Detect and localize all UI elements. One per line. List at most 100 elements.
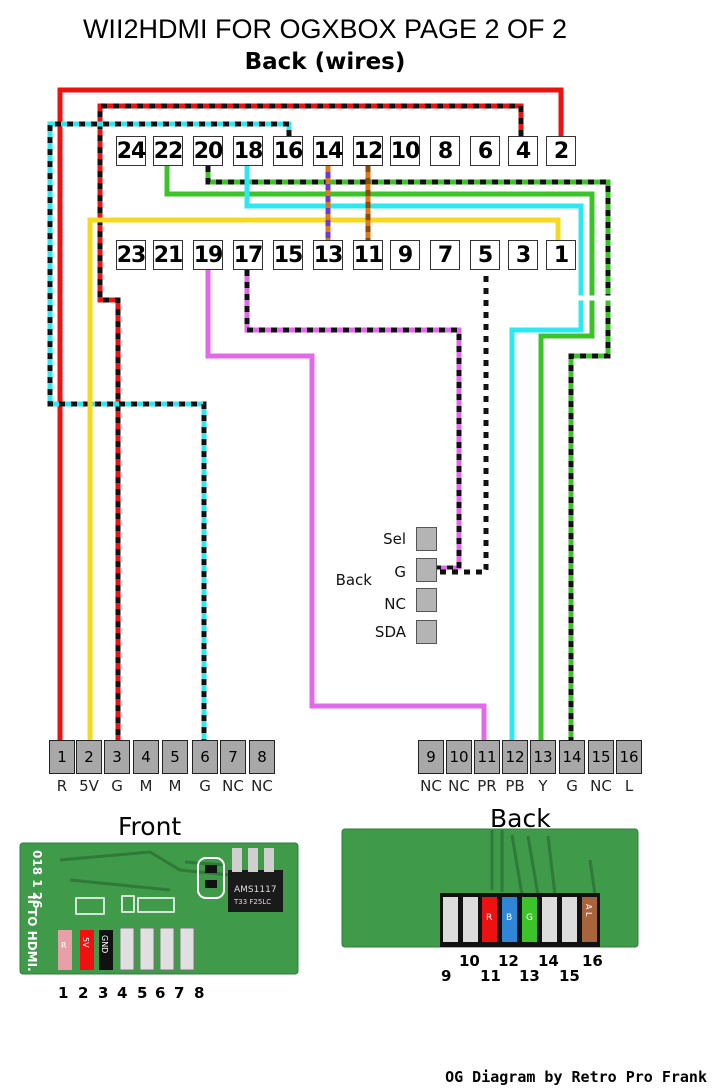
connector-pin-12: 12	[353, 136, 383, 166]
back-pad-r: R	[486, 913, 492, 923]
back-number-9: 9	[441, 967, 452, 985]
chip-text-1: AMS1117	[234, 885, 277, 895]
wire-yellow	[87, 217, 561, 740]
wire-cyan-black	[47, 121, 292, 740]
connector-pin-20: 20	[193, 136, 223, 166]
wire-red-black	[97, 103, 524, 740]
connector-pin-1: 1	[546, 240, 576, 270]
back-pad-al: A L	[584, 904, 593, 917]
connector-pin-2: 2	[546, 136, 576, 166]
switch-group-label: Back	[335, 571, 372, 589]
wire-red	[57, 87, 564, 740]
back-pcb-photo: R B G A L	[341, 828, 639, 948]
header-right-label-9: NC	[420, 777, 442, 795]
connector-pin-13: 13	[313, 240, 343, 270]
wire-white	[516, 268, 634, 740]
connector-pin-23: 23	[116, 240, 146, 270]
header-left-pin-7: 7	[220, 740, 246, 774]
front-number-7: 7	[174, 984, 185, 1002]
header-left-pin-3: 3	[104, 740, 130, 774]
connector-pin-19: 19	[193, 240, 223, 270]
header-left-pin-1: 1	[49, 740, 75, 774]
front-number-3: 3	[98, 984, 109, 1002]
switch-pin-sel	[416, 527, 437, 551]
front-number-2: 2	[78, 984, 89, 1002]
header-left-label-1: R	[56, 777, 68, 795]
front-number-6: 6	[155, 984, 166, 1002]
header-right-pin-11: 11	[474, 740, 500, 774]
connector-pin-7: 7	[430, 240, 460, 270]
page-subtitle: Back (wires)	[244, 49, 406, 75]
switch-label-sda: SDA	[374, 623, 406, 641]
back-number-15: 15	[559, 967, 580, 985]
switch-label-nc: NC	[384, 595, 406, 613]
back-number-14: 14	[538, 952, 559, 970]
header-left-label-5: M	[168, 777, 182, 795]
connector-pin-18: 18	[233, 136, 263, 166]
front-silk-1: 018 1 26	[30, 850, 44, 908]
connector-pin-15: 15	[273, 240, 303, 270]
back-number-16: 16	[582, 952, 603, 970]
chip-text-2: T33 F25LC	[233, 898, 271, 906]
header-right-pin-15: 15	[588, 740, 614, 774]
connector-pin-3: 3	[508, 240, 538, 270]
wire-black-white	[437, 270, 489, 575]
switch-pin-nc	[416, 588, 437, 612]
switch-label-sel: Sel	[383, 530, 406, 548]
header-left-pin-5: 5	[162, 740, 188, 774]
header-right-label-12: PB	[505, 777, 525, 795]
switch-label-g: G	[394, 563, 406, 581]
wire-magenta-black	[244, 270, 462, 571]
header-right-label-11: PR	[477, 777, 497, 795]
connector-pin-10: 10	[390, 136, 420, 166]
front-pad-5v: 5V	[81, 937, 90, 948]
connector-pin-24: 24	[116, 136, 146, 166]
connector-pin-11: 11	[353, 240, 383, 270]
header-left-pin-6: 6	[192, 740, 218, 774]
back-pad-g: G	[526, 913, 533, 923]
header-left-label-3: G	[111, 777, 123, 795]
switch-pin-sda	[416, 620, 437, 644]
header-left-label-7: NC	[222, 777, 244, 795]
header-left-pin-8: 8	[249, 740, 275, 774]
back-pad-b: B	[506, 913, 512, 923]
wire-green	[164, 166, 595, 740]
back-board-label: Back	[490, 804, 551, 833]
wire-white-outline	[516, 268, 634, 740]
header-right-pin-14: 14	[559, 740, 585, 774]
header-left-label-6: G	[199, 777, 211, 795]
header-right-pin-9: 9	[418, 740, 444, 774]
connector-pin-9: 9	[390, 240, 420, 270]
header-right-pin-10: 10	[446, 740, 472, 774]
wire-magenta	[205, 270, 487, 740]
connector-pin-22: 22	[153, 136, 183, 166]
page-title: WII2HDMI FOR OGXBOX PAGE 2 OF 2	[82, 14, 568, 44]
header-right-label-10: NC	[448, 777, 470, 795]
front-number-4: 4	[117, 984, 128, 1002]
back-number-11: 11	[480, 967, 501, 985]
switch-pin-g	[416, 558, 437, 582]
header-left-pin-2: 2	[76, 740, 102, 774]
connector-pin-8: 8	[430, 136, 460, 166]
header-right-label-16: L	[624, 777, 634, 795]
front-number-5: 5	[137, 984, 148, 1002]
header-left-label-8: NC	[251, 777, 273, 795]
back-number-13: 13	[519, 967, 540, 985]
header-left-label-2: 5V	[79, 777, 99, 795]
front-number-1: 1	[58, 984, 69, 1002]
header-right-label-14: G	[566, 777, 578, 795]
connector-pin-14: 14	[313, 136, 343, 166]
front-silk-2: II TO HDMI.	[25, 895, 39, 972]
header-left-label-4: M	[139, 777, 153, 795]
connector-pin-21: 21	[153, 240, 183, 270]
header-right-pin-16: 16	[616, 740, 642, 774]
wire-cyan	[244, 166, 584, 740]
connector-pin-17: 17	[233, 240, 263, 270]
header-right-label-13: Y	[538, 777, 548, 795]
header-right-label-15: NC	[590, 777, 612, 795]
front-pcb-photo: AMS1117 T33 F25LC 018 1 26 II TO HDMI. R…	[19, 842, 299, 975]
connector-pin-6: 6	[470, 136, 500, 166]
header-right-pin-12: 12	[502, 740, 528, 774]
connector-pin-5: 5	[470, 240, 500, 270]
